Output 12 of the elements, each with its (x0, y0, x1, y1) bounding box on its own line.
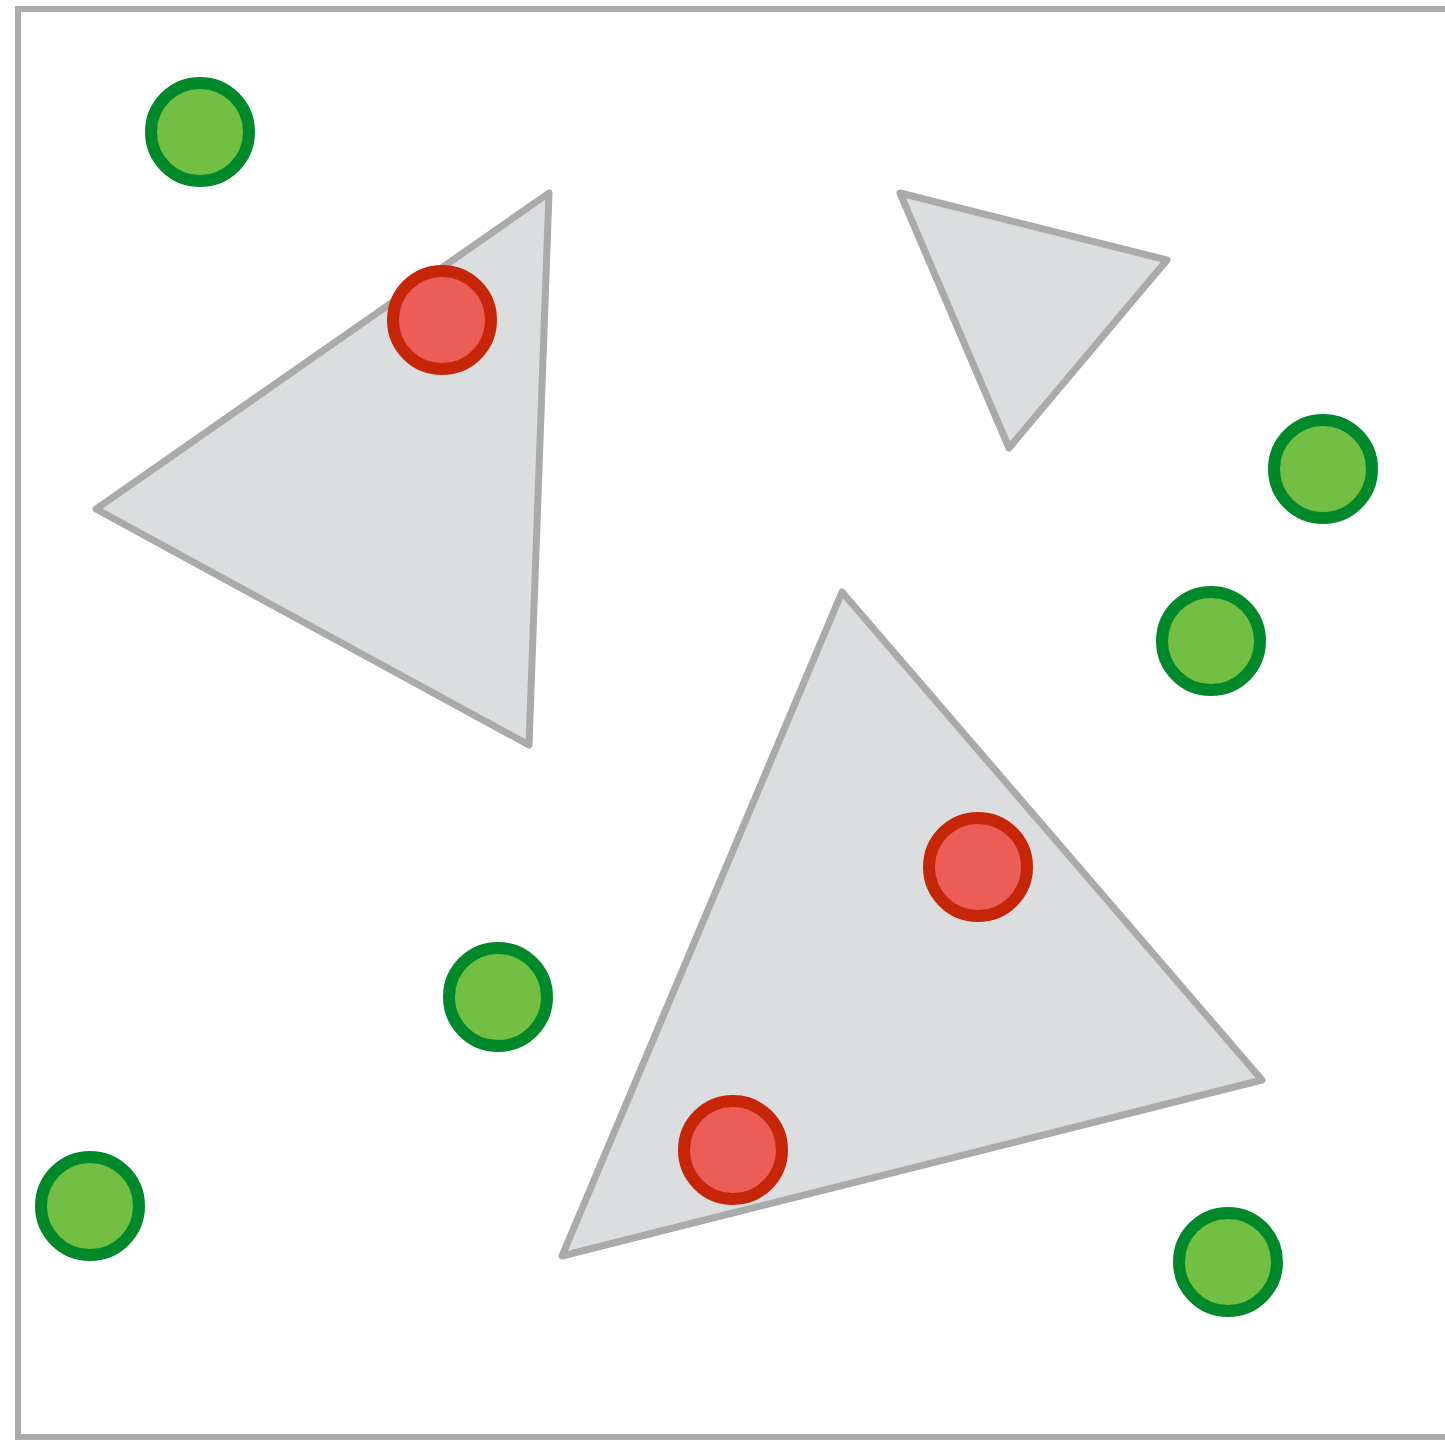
point-marker (443, 942, 553, 1052)
point-marker (923, 812, 1033, 922)
point-marker (387, 265, 497, 375)
point-marker (35, 1151, 145, 1261)
point-marker (678, 1095, 788, 1205)
triangle-region (558, 588, 1266, 1260)
point-marker (1156, 586, 1266, 696)
point-marker (145, 77, 255, 187)
point-marker (1268, 414, 1378, 524)
triangle-region (896, 189, 1171, 452)
triangle-region (92, 189, 553, 749)
point-marker (1173, 1207, 1283, 1317)
